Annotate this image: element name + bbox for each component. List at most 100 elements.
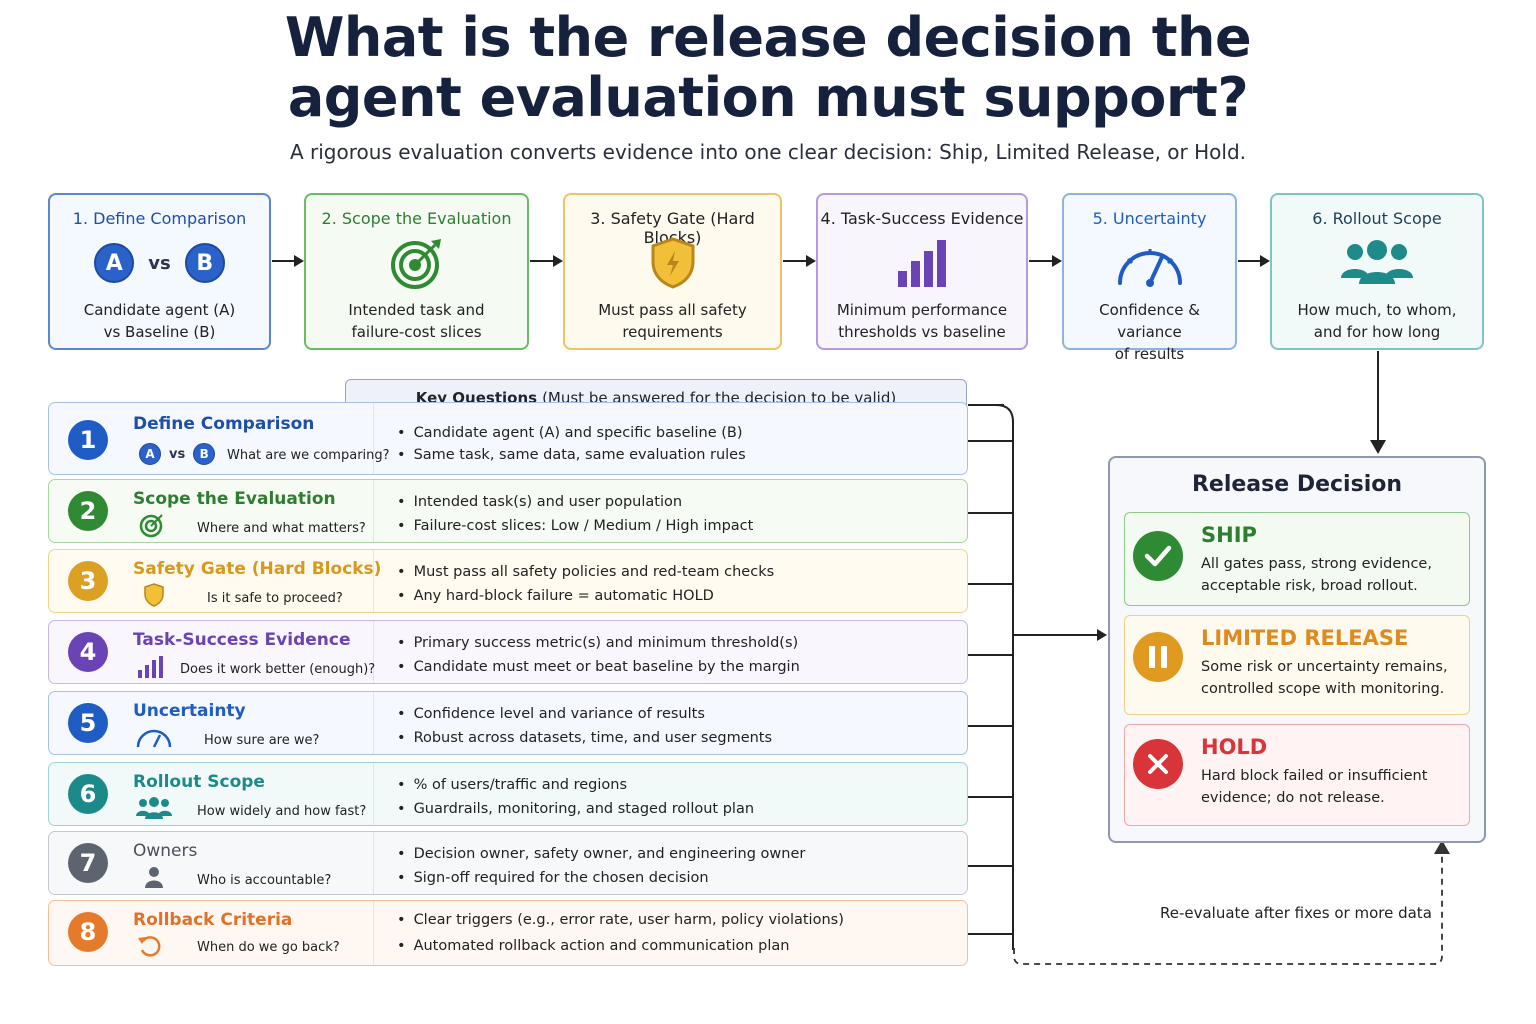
connector-line	[968, 796, 1013, 798]
row-number-badge: 8	[68, 912, 108, 952]
question-row-safety-gate: 3 Safety Gate (Hard Blocks) Is it safe t…	[48, 549, 968, 613]
shield-icon	[141, 583, 167, 607]
row-bullet: Robust across datasets, time, and user s…	[397, 730, 772, 746]
flow-arrow	[783, 255, 816, 267]
row-title: Scope the Evaluation	[133, 489, 336, 509]
row-left-panel: 3 Safety Gate (Hard Blocks) Is it safe t…	[49, 550, 381, 612]
step-desc-line-1: Minimum performance	[836, 301, 1008, 319]
gauge-icon	[135, 726, 173, 748]
step-card-rollout-scope: 6. Rollout Scope How much, to whom, and …	[1270, 193, 1484, 350]
step-description: How much, to whom, and for how long	[1278, 299, 1476, 343]
page-title: What is the release decision the agent e…	[0, 8, 1536, 128]
letter-b-badge: B	[184, 243, 225, 283]
row-left-panel: 6 Rollout Scope How widely and how fast?	[49, 763, 374, 825]
decision-label: SHIP	[1201, 523, 1257, 547]
row-question: Who is accountable?	[197, 873, 332, 888]
row-question: What are we comparing?	[227, 448, 390, 463]
step-desc-line-1: How much, to whom,	[1297, 301, 1457, 319]
pause-icon	[1133, 632, 1183, 682]
shield-icon	[565, 237, 780, 289]
re-evaluate-loop	[1013, 840, 1450, 965]
decision-description: Some risk or uncertainty remains, contro…	[1201, 659, 1448, 697]
step-desc-line-1: Confidence & variance	[1099, 301, 1200, 341]
row-title: Rollback Criteria	[133, 910, 293, 930]
release-decision-panel: Release Decision SHIP All gates pass, st…	[1108, 456, 1486, 843]
step-description: Must pass all safety requirements	[571, 299, 774, 343]
step-desc-line-2: of results	[1114, 345, 1185, 363]
people-icon	[135, 797, 173, 819]
row-left-panel: 1 Define Comparison A vs B What are we c…	[49, 403, 390, 474]
person-icon	[141, 866, 167, 888]
row-bullet: Primary success metric(s) and minimum th…	[397, 635, 799, 651]
question-row-rollback-criteria: 8 Rollback Criteria When do we go back? …	[48, 900, 968, 966]
vs-label: vs	[169, 446, 186, 462]
step-description: Intended task and failure-cost slices	[312, 299, 521, 343]
target-icon	[306, 237, 527, 289]
connector-line	[968, 583, 1013, 585]
row-number-badge: 1	[68, 420, 108, 460]
title-line-2: agent evaluation must support?	[287, 66, 1249, 129]
step-desc-line-2: requirements	[622, 323, 723, 341]
title-line-1: What is the release decision the	[284, 6, 1252, 69]
step-desc-line-2: failure-cost slices	[351, 323, 482, 341]
target-icon	[139, 514, 165, 538]
row-left-panel: 5 Uncertainty How sure are we?	[49, 692, 374, 754]
row-left-panel: 2 Scope the Evaluation Where and what ma…	[49, 480, 374, 542]
people-icon	[1272, 237, 1482, 289]
flow-arrow	[272, 255, 304, 267]
subtitle: A rigorous evaluation converts evidence …	[289, 140, 1246, 164]
step-card-safety-gate: 3. Safety Gate (Hard Blocks) Must pass a…	[563, 193, 782, 350]
connector-arrow-to-decision	[1013, 629, 1107, 641]
decision-hold: HOLD Hard block failed or insufficient e…	[1124, 724, 1470, 826]
question-row-scope-evaluation: 2 Scope the Evaluation Where and what ma…	[48, 479, 968, 543]
step-title: 1. Define Comparison	[72, 209, 247, 228]
row-bullet: Must pass all safety policies and red-te…	[397, 564, 775, 580]
ab-comparison-icon: A vs B	[139, 443, 216, 465]
connector-bus	[1012, 420, 1014, 950]
step-desc-line-1: Intended task and	[348, 301, 485, 319]
row-bullet: Candidate must meet or beat baseline by …	[397, 659, 800, 675]
row-title: Define Comparison	[133, 414, 315, 434]
connector-line	[968, 404, 1004, 406]
decision-description: Hard block failed or insufficient eviden…	[1201, 768, 1428, 806]
decision-description: All gates pass, strong evidence, accepta…	[1201, 556, 1432, 594]
question-row-owners: 7 Owners Who is accountable? Decision ow…	[48, 831, 968, 895]
row-bullet: Failure-cost slices: Low / Medium / High…	[397, 518, 754, 534]
row-title: Owners	[133, 841, 198, 861]
connector-line	[968, 865, 1013, 867]
row-number-badge: 6	[68, 774, 108, 814]
bar-chart-icon	[818, 237, 1026, 289]
row-bullet: Clear triggers (e.g., error rate, user h…	[397, 912, 844, 928]
row-bullet: % of users/traffic and regions	[397, 777, 627, 793]
row-bullet: Guardrails, monitoring, and staged rollo…	[397, 801, 754, 817]
row-title: Task-Success Evidence	[133, 630, 351, 650]
re-evaluate-note: Re-evaluate after fixes or more data	[1160, 904, 1432, 922]
step-desc-line-2: thresholds vs baseline	[838, 323, 1006, 341]
row-question: Is it safe to proceed?	[207, 591, 343, 606]
bar-chart-icon	[137, 656, 163, 678]
row-bullet: Intended task(s) and user population	[397, 494, 682, 510]
decision-ship: SHIP All gates pass, strong evidence, ac…	[1124, 512, 1470, 606]
rollback-icon	[137, 935, 163, 957]
step-desc-line-2: and for how long	[1313, 323, 1441, 341]
flow-arrow	[530, 255, 563, 267]
check-icon	[1133, 531, 1183, 581]
step-card-define-comparison: 1. Define Comparison A vs B Candidate ag…	[48, 193, 271, 350]
step-description: Candidate agent (A) vs Baseline (B)	[56, 299, 263, 343]
letter-a-badge: A	[94, 243, 135, 283]
question-row-define-comparison: 1 Define Comparison A vs B What are we c…	[48, 402, 968, 475]
step-description: Minimum performance thresholds vs baseli…	[824, 299, 1020, 343]
step-title: 5. Uncertainty	[1092, 209, 1207, 228]
row-number-badge: 3	[68, 561, 108, 601]
connector-line	[968, 512, 1013, 514]
step-title: 3. Safety Gate (Hard Blocks)	[590, 209, 755, 247]
row-number-badge: 5	[68, 703, 108, 743]
row-question: Where and what matters?	[197, 521, 366, 536]
row-number-badge: 2	[68, 491, 108, 531]
row-number-badge: 7	[68, 843, 108, 883]
row-bullet: Decision owner, safety owner, and engine…	[397, 846, 806, 862]
step-desc-line-1: Must pass all safety	[598, 301, 747, 319]
vs-label: vs	[148, 252, 171, 274]
row-bullet: Sign-off required for the chosen decisio…	[397, 870, 709, 886]
row-bullet: Same task, same data, same evaluation ru…	[397, 447, 746, 463]
